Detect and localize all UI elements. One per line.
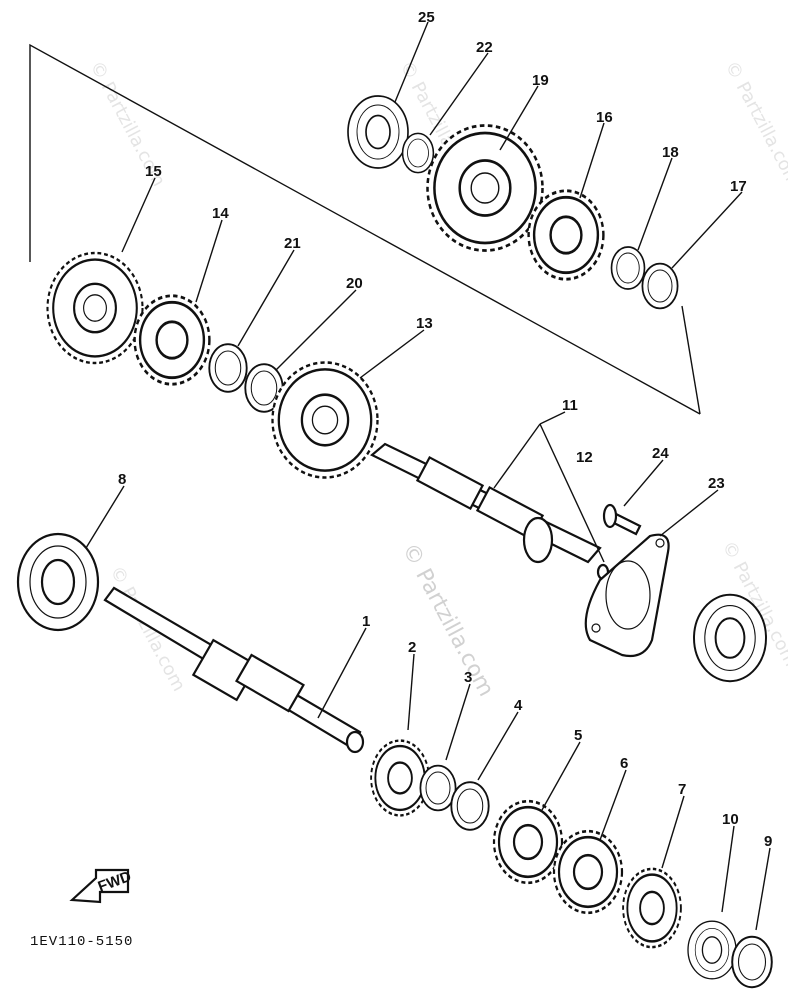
callout-21: 21 [284,235,301,252]
gear-2 [369,739,431,817]
callout-10: 10 [722,811,739,828]
gear-16 [527,189,605,281]
gear-5 [492,799,564,885]
main-axle-1 [103,586,365,754]
circlip-18 [610,246,646,290]
callout-8: 8 [118,471,126,488]
upper-assembly-frame-right [681,305,701,415]
callout-14: 14 [212,205,229,222]
bearing-10 [687,920,737,980]
gear-6 [552,829,624,915]
gear-13 [271,361,379,479]
callout-7: 7 [678,781,686,798]
washer-17 [641,262,679,310]
bolt-24 [602,503,642,536]
fwd-arrow-icon: FWD [69,868,134,904]
gear-19 [426,124,544,252]
callout-18: 18 [662,144,679,161]
callout-19: 19 [532,72,549,89]
callout-13: 13 [416,315,433,332]
circlip-3 [419,764,457,812]
callout-4: 4 [514,697,523,714]
watermark-top-right: © Partzilla.com [721,57,788,190]
washer-22 [401,132,435,174]
callout-16: 16 [596,109,613,126]
callout-15: 15 [145,163,162,180]
callout-1: 1 [362,613,370,630]
gear-7 [621,867,683,949]
callout-25: 25 [418,9,435,26]
bearing-plate-23 [584,533,670,658]
bearing-25 [347,95,409,169]
callout-5: 5 [574,727,582,744]
washer-9 [731,935,773,989]
circlip-21 [208,343,248,393]
callout-12: 12 [576,449,593,466]
bearing-right [693,593,767,683]
callout-22: 22 [476,39,493,56]
callout-6: 6 [620,755,628,772]
bearing-8 [16,532,100,632]
washer-4 [450,781,490,831]
gear-14 [133,294,211,386]
diagram-code: 1EV110-5150 [30,934,133,950]
drive-axle-11 [370,442,610,581]
callout-9: 9 [764,833,772,850]
callout-20: 20 [346,275,363,292]
upper-assembly-frame [29,43,701,415]
leader-lines [85,21,771,931]
callout-23: 23 [708,475,725,492]
callout-11: 11 [562,397,578,414]
callout-24: 24 [652,445,669,462]
callout-17: 17 [730,178,747,195]
callout-2: 2 [408,639,416,656]
gear-15 [46,251,144,365]
callout-3: 3 [464,669,472,686]
